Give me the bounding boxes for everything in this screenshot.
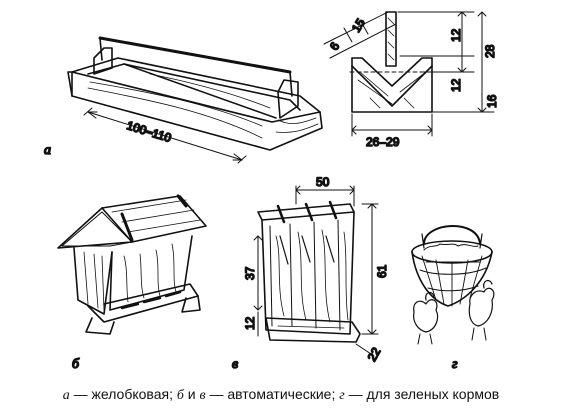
vertical-feeder: [253, 185, 379, 357]
dim-feeder-inner: 37: [243, 266, 257, 280]
dim-bottom-width: 26–29: [366, 135, 400, 149]
figure-g-letter: г: [452, 357, 458, 372]
dim-right-top: 12: [449, 28, 463, 42]
caption-and: и: [183, 386, 200, 402]
dim-right-total-bottom: 16: [485, 94, 499, 108]
caption-v-letter: в: [199, 388, 206, 403]
dim-feeder-base: 22: [365, 345, 384, 364]
dim-feeder-side: 61: [375, 264, 389, 278]
caption-g-letter: г: [339, 388, 345, 403]
green-feed-basket: [411, 225, 495, 345]
caption-b-letter: б: [176, 388, 184, 403]
dim-top-b: 15: [349, 16, 368, 35]
caption-g-text: — для зеленых кормов: [344, 386, 500, 402]
figure-caption: а — желобковая; б и в — автоматические; …: [0, 386, 562, 404]
figure-v-letter: в: [232, 357, 238, 372]
dim-feeder-top: 50: [316, 175, 330, 189]
caption-a-text: — желобковая;: [69, 386, 177, 402]
trough-feeder: [67, 36, 323, 164]
dim-top-a: 6: [327, 39, 343, 52]
dim-feeder-low: 12: [243, 316, 257, 330]
trough-cross-section: [323, 11, 495, 137]
house-feeder: [57, 194, 207, 335]
figure-b-letter: б: [72, 357, 80, 372]
caption-a-letter: а: [62, 388, 70, 403]
dim-right-total-top: 28: [483, 44, 497, 58]
caption-bv-text: — автоматические;: [205, 386, 340, 402]
figure-a-letter: а: [44, 143, 51, 158]
dim-right-mid: 12: [449, 78, 463, 92]
